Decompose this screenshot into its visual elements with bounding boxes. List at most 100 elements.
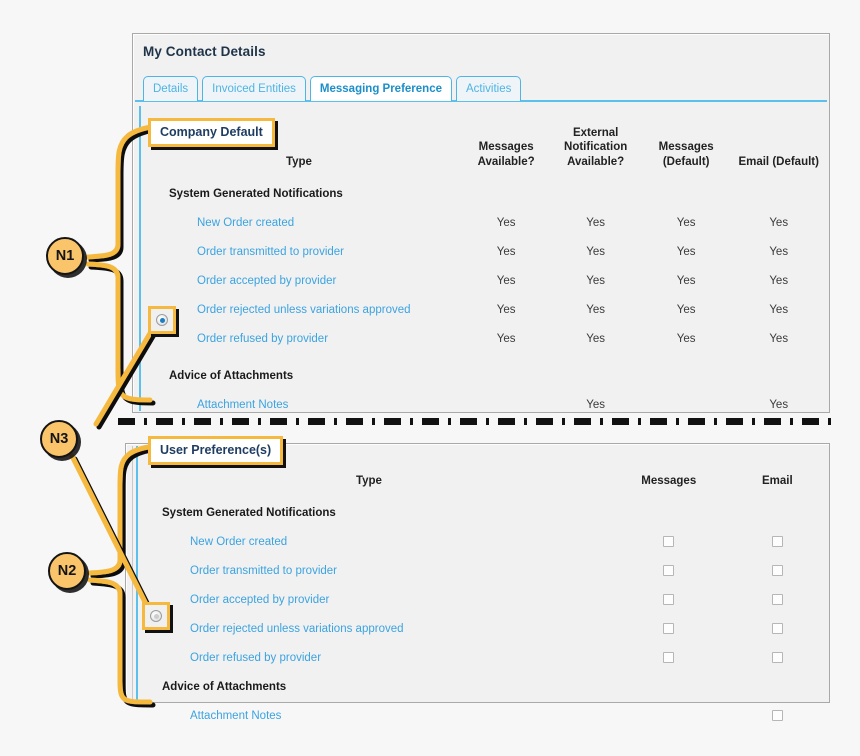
row-link-order-refused[interactable]: Order refused by provider <box>197 332 329 345</box>
row-link-new-order-created[interactable]: New Order created <box>197 216 295 229</box>
cell-external-notification: Yes <box>586 245 606 258</box>
column-header-messages-default: Messages (Default) <box>658 141 714 168</box>
cell-messages-checkbox <box>612 643 726 672</box>
cell-external-notification: Yes <box>586 216 606 229</box>
annotation-badge-n1: N1 <box>46 237 84 275</box>
checkbox-messages[interactable] <box>663 536 675 548</box>
tab-activities[interactable]: Activities <box>456 76 522 101</box>
row-link-attachment-notes[interactable]: Attachment Notes <box>190 709 282 722</box>
cell-messages-default: Yes <box>676 303 696 316</box>
cell-email-checkbox <box>726 556 829 585</box>
empty-cell <box>465 361 547 390</box>
page-title: My Contact Details <box>143 44 266 59</box>
row-link-attachment-notes[interactable]: Attachment Notes <box>197 398 289 411</box>
empty-cell <box>728 361 829 390</box>
cell-email-default: Yes <box>769 216 789 229</box>
cell-email-default: Yes <box>769 245 789 258</box>
cell-messages-available <box>465 390 547 419</box>
spacer-row <box>133 353 829 361</box>
cell-messages-default <box>644 390 728 419</box>
column-header-messages-available: Messages Available? <box>477 141 535 168</box>
checkbox-email[interactable] <box>771 623 783 635</box>
empty-cell <box>465 179 547 208</box>
column-header-type: Type <box>285 155 312 168</box>
callout-label-company-default: Company Default <box>148 118 275 147</box>
cell-external-notification: Yes <box>586 332 606 345</box>
column-header-messages: Messages <box>641 475 697 487</box>
cell-email-checkbox <box>726 614 829 643</box>
tab-underline <box>135 100 827 102</box>
table-row: New Order created <box>126 527 829 556</box>
cell-email-checkbox <box>726 585 829 614</box>
cell-messages-available: Yes <box>496 274 516 287</box>
checkbox-messages[interactable] <box>663 565 675 577</box>
user-preference-panel: Type Messages Email System Generated Not… <box>125 443 830 722</box>
empty-cell <box>612 498 726 527</box>
row-link-order-accepted[interactable]: Order accepted by provider <box>197 274 337 287</box>
row-link-order-refused[interactable]: Order refused by provider <box>190 651 322 664</box>
column-header-email-default: Email (Default) <box>738 155 819 168</box>
column-header-external-notification-available: External Notification Available? <box>564 127 628 168</box>
row-link-order-transmitted[interactable]: Order transmitted to provider <box>197 245 345 258</box>
company-default-table: Type Messages Available? External Notifi… <box>133 122 829 419</box>
company-default-radio-highlight[interactable] <box>148 306 176 334</box>
empty-cell <box>547 361 644 390</box>
checkbox-messages[interactable] <box>663 594 675 606</box>
column-header-type: Type <box>355 475 382 487</box>
tab-details[interactable]: Details <box>143 76 199 101</box>
cell-messages-available: Yes <box>496 216 516 229</box>
cell-messages-checkbox <box>612 614 726 643</box>
column-header-email: Email <box>761 475 793 487</box>
cell-messages-default: Yes <box>676 216 696 229</box>
group-label-system-generated: System Generated Notifications <box>169 187 343 200</box>
cell-messages-default: Yes <box>676 274 696 287</box>
checkbox-email[interactable] <box>771 565 783 577</box>
annotation-badge-n2: N2 <box>48 552 86 590</box>
checkbox-email[interactable] <box>771 652 783 664</box>
table-row: Order transmitted to provider Yes Yes Ye… <box>133 237 829 266</box>
cell-email-checkbox <box>726 701 829 730</box>
annotation-badge-n3: N3 <box>40 420 78 458</box>
group-header-row: Advice of Attachments <box>126 672 829 701</box>
checkbox-email[interactable] <box>771 594 783 606</box>
cell-messages-checkbox <box>612 585 726 614</box>
empty-cell <box>644 361 728 390</box>
tab-strip: Details Invoiced Entities Messaging Pref… <box>143 74 522 101</box>
checkbox-email[interactable] <box>771 536 783 548</box>
row-link-order-rejected[interactable]: Order rejected unless variations approve… <box>197 303 411 316</box>
row-link-order-accepted[interactable]: Order accepted by provider <box>190 593 330 606</box>
empty-cell <box>728 179 829 208</box>
table-row: Order rejected unless variations approve… <box>126 614 829 643</box>
table-row: Order accepted by provider Yes Yes Yes Y… <box>133 266 829 295</box>
checkbox-messages[interactable] <box>663 652 675 664</box>
cell-external-notification: Yes <box>586 398 606 411</box>
cell-external-notification: Yes <box>586 274 606 287</box>
user-preference-radio-highlight[interactable] <box>142 602 170 630</box>
tab-messaging-preference[interactable]: Messaging Preference <box>309 76 452 101</box>
table-header-row: Type Messages Email <box>126 470 829 498</box>
company-default-panel: My Contact Details Details Invoiced Enti… <box>132 33 830 413</box>
checkbox-messages[interactable] <box>663 623 675 635</box>
empty-cell <box>726 672 829 701</box>
radio-button-selected[interactable] <box>156 314 168 326</box>
empty-cell <box>547 179 644 208</box>
table-row: New Order created Yes Yes Yes Yes <box>133 208 829 237</box>
checkbox-email[interactable] <box>771 710 783 722</box>
row-link-order-transmitted[interactable]: Order transmitted to provider <box>190 564 338 577</box>
dash-dot-separator <box>118 418 838 425</box>
group-header-row: System Generated Notifications <box>126 498 829 527</box>
cell-messages-available: Yes <box>496 332 516 345</box>
empty-cell <box>726 498 829 527</box>
group-label-system-generated: System Generated Notifications <box>162 506 336 519</box>
row-link-new-order-created[interactable]: New Order created <box>190 535 288 548</box>
cell-email-default: Yes <box>769 274 789 287</box>
radio-button-unselected[interactable] <box>150 610 162 622</box>
cell-email-checkbox <box>726 643 829 672</box>
cell-email-default: Yes <box>769 398 789 411</box>
row-link-order-rejected[interactable]: Order rejected unless variations approve… <box>190 622 404 635</box>
cell-messages-checkbox <box>612 527 726 556</box>
table-row: Order transmitted to provider <box>126 556 829 585</box>
user-preference-table: Type Messages Email System Generated Not… <box>126 470 829 730</box>
tab-invoiced-entities[interactable]: Invoiced Entities <box>202 76 306 101</box>
cell-email-checkbox <box>726 527 829 556</box>
